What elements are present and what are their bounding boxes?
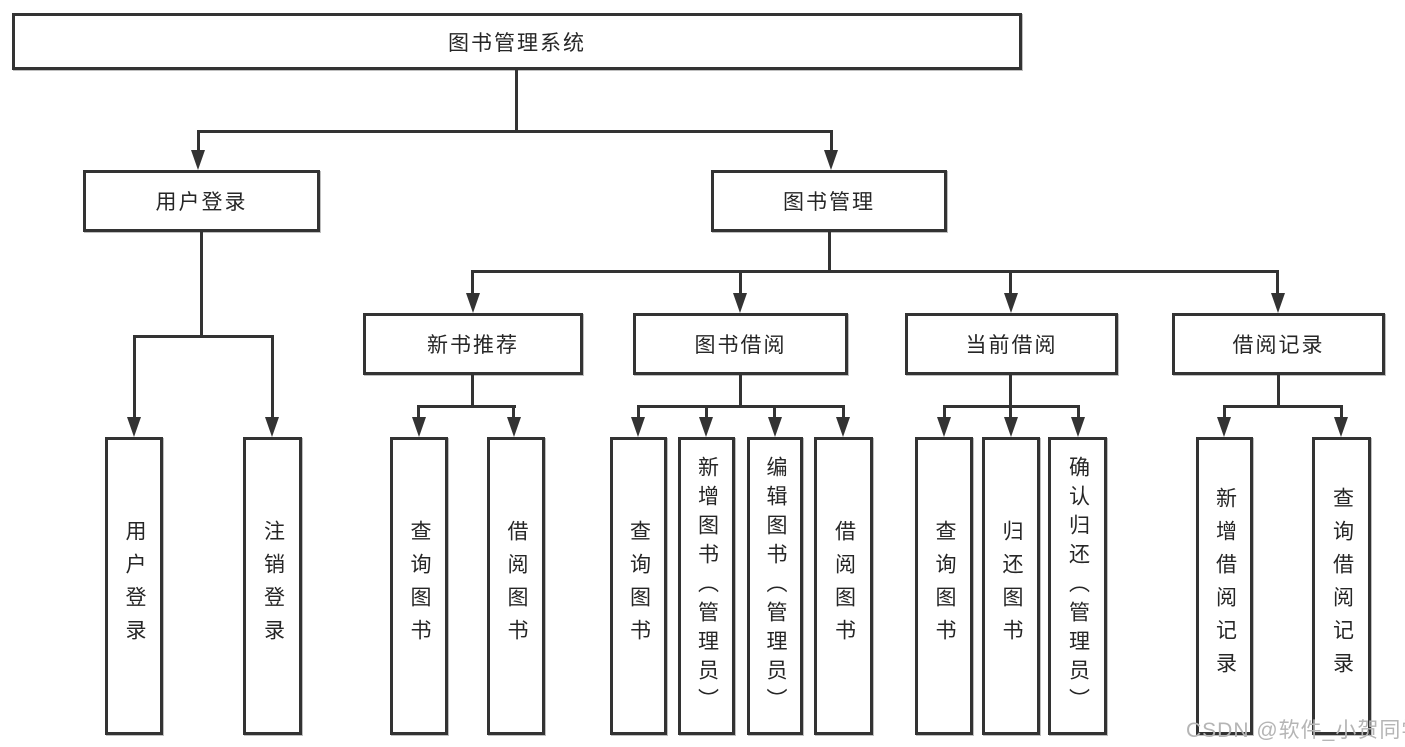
connector-vline <box>515 70 518 132</box>
connector-vline <box>1077 405 1080 419</box>
node-new-book-recommendation: 新书推荐 <box>363 313 583 375</box>
connector-vline <box>739 375 742 407</box>
leaf-edit-books-admin: 编辑图书（管理员） <box>747 437 803 735</box>
node-book-management: 图书管理 <box>711 170 947 232</box>
arrowhead-down <box>937 417 951 437</box>
leaf-confirm-return-admin: 确认归还（管理员） <box>1048 437 1107 735</box>
leaf-label: 新增图书（管理员） <box>695 455 719 717</box>
leaf-label: 新增借阅记录 <box>1213 487 1237 685</box>
connector-hline <box>471 270 1279 273</box>
leaf-borrow-books: 借阅图书 <box>814 437 873 735</box>
node-user-login: 用户登录 <box>83 170 320 232</box>
node-book-borrowing: 图书借阅 <box>633 313 848 375</box>
arrowhead-down <box>1004 293 1018 313</box>
leaf-label: 注销登录 <box>261 520 285 652</box>
leaf-label: 确认归还（管理员） <box>1066 455 1090 717</box>
node-label: 新书推荐 <box>427 334 519 357</box>
connector-vline <box>271 335 274 419</box>
connector-vline <box>739 270 742 295</box>
arrowhead-down <box>1004 417 1018 437</box>
leaf-label: 编辑图书（管理员） <box>764 455 787 717</box>
leaf-return-books: 归还图书 <box>982 437 1040 735</box>
leaf-user-login: 用户登录 <box>105 437 163 735</box>
arrowhead-down <box>412 417 426 437</box>
arrowhead-down <box>768 417 782 437</box>
arrowhead-down <box>1071 417 1085 437</box>
connector-vline <box>830 130 833 152</box>
connector-vline <box>1277 375 1280 407</box>
leaf-label: 借阅图书 <box>505 520 528 652</box>
connector-vline <box>471 270 474 295</box>
leaf-label: 借阅图书 <box>832 520 856 652</box>
connector-vline <box>1340 405 1343 419</box>
leaf-borrow-books-recommend: 借阅图书 <box>487 437 545 735</box>
arrowhead-down <box>699 417 713 437</box>
connector-vline <box>1276 270 1279 295</box>
connector-hline <box>197 130 833 133</box>
connector-vline <box>512 405 515 419</box>
node-borrowing-records: 借阅记录 <box>1172 313 1385 375</box>
node-label: 图书管理系统 <box>448 31 586 55</box>
leaf-label: 用户登录 <box>123 520 146 652</box>
node-library-management-system: 图书管理系统 <box>12 13 1022 70</box>
leaf-logout: 注销登录 <box>243 437 302 735</box>
connector-vline <box>828 232 831 272</box>
arrowhead-down <box>1271 293 1285 313</box>
leaf-query-books-recommend: 查询图书 <box>390 437 448 735</box>
arrowhead-down <box>1217 417 1231 437</box>
node-label: 借阅记录 <box>1232 334 1325 357</box>
leaf-label: 查询图书 <box>933 520 956 652</box>
connector-vline <box>471 375 474 407</box>
connector-vline <box>773 405 776 419</box>
connector-vline <box>1009 405 1012 419</box>
connector-vline <box>943 405 946 419</box>
node-label: 当前借阅 <box>965 334 1058 357</box>
leaf-add-borrow-record: 新增借阅记录 <box>1196 437 1253 735</box>
connector-vline <box>133 335 136 419</box>
leaf-add-books-admin: 新增图书（管理员） <box>678 437 735 735</box>
arrowhead-down <box>631 417 645 437</box>
connector-vline <box>1223 405 1226 419</box>
leaf-query-books-current: 查询图书 <box>915 437 973 735</box>
connector-vline <box>1009 375 1012 407</box>
node-label: 图书借阅 <box>694 334 787 357</box>
arrowhead-down <box>191 150 205 170</box>
connector-vline <box>200 232 203 337</box>
arrowhead-down <box>1334 417 1348 437</box>
connector-hline <box>637 405 845 408</box>
leaf-query-books-borrowing: 查询图书 <box>610 437 667 735</box>
arrowhead-down <box>733 293 747 313</box>
leaf-label: 归还图书 <box>1000 520 1023 652</box>
arrowhead-down <box>127 417 141 437</box>
leaf-label: 查询图书 <box>408 520 431 652</box>
arrowhead-down <box>824 150 838 170</box>
connector-vline <box>1009 270 1012 295</box>
arrowhead-down <box>265 417 279 437</box>
leaf-label: 查询借阅记录 <box>1330 487 1354 685</box>
connector-hline <box>1223 405 1342 408</box>
connector-vline <box>417 405 420 419</box>
arrowhead-down <box>507 417 521 437</box>
node-current-borrowing: 当前借阅 <box>905 313 1118 375</box>
connector-vline <box>705 405 708 419</box>
leaf-label: 查询图书 <box>627 520 651 652</box>
leaf-query-borrow-record: 查询借阅记录 <box>1312 437 1371 735</box>
node-label: 图书管理 <box>783 191 875 214</box>
arrowhead-down <box>836 417 850 437</box>
connector-hline <box>133 335 274 338</box>
connector-vline <box>842 405 845 419</box>
connector-hline <box>417 405 516 408</box>
arrowhead-down <box>466 293 480 313</box>
csdn-watermark: CSDN @软件_小贺同学 <box>1186 719 1405 742</box>
node-label: 用户登录 <box>155 191 248 214</box>
connector-vline <box>637 405 640 419</box>
connector-vline <box>197 130 200 152</box>
